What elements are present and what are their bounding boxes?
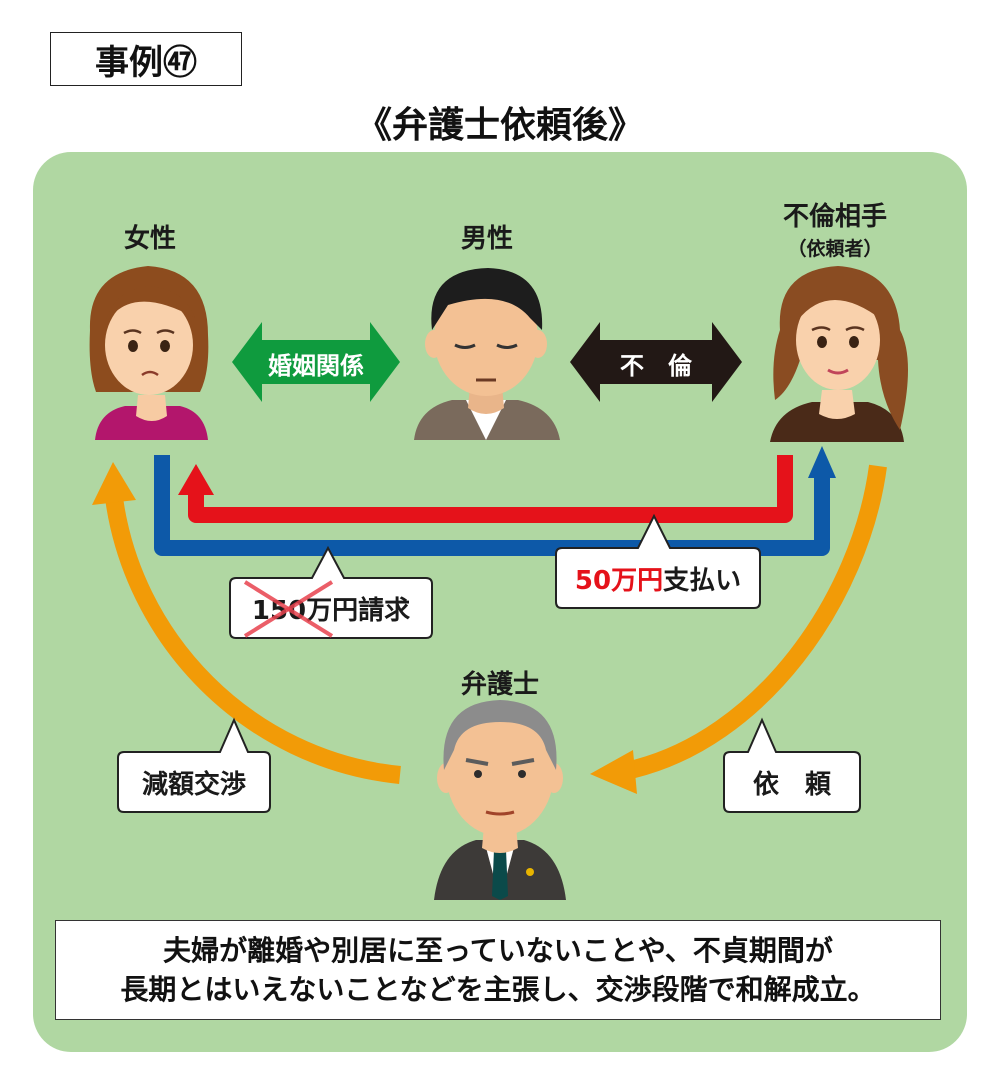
request-bubble bbox=[723, 717, 861, 813]
page-title: 《弁護士依頼後》 bbox=[355, 105, 644, 146]
affair-label: 不 倫 bbox=[620, 352, 692, 380]
man-label: 男性 bbox=[460, 224, 513, 254]
marriage-label: 婚姻関係 bbox=[268, 352, 364, 380]
payment-amount: 50万円 bbox=[574, 566, 664, 596]
summary-box: 夫婦が離婚や別居に至っていないことや、不貞期間が 長期とはいえないことなどを主張… bbox=[55, 920, 941, 1020]
payment-text: 50万円支払い bbox=[556, 560, 760, 597]
lawyer-label: 弁護士 bbox=[460, 670, 539, 700]
man-figure bbox=[414, 268, 560, 440]
negotiation-bubble bbox=[117, 717, 271, 813]
claim-arrowhead bbox=[808, 446, 836, 478]
negotiation-arrow bbox=[104, 488, 401, 784]
payment-suffix: 支払い bbox=[663, 566, 742, 596]
woman-label: 女性 bbox=[123, 224, 176, 254]
affair-partner-sub-label: （依頼者） bbox=[787, 238, 883, 260]
lawyer-figure bbox=[434, 700, 566, 900]
payment-arrow bbox=[188, 455, 793, 523]
request-text: 依 頼 bbox=[752, 770, 831, 800]
payment-arrowhead bbox=[178, 464, 214, 495]
negotiation-text: 減額交渉 bbox=[141, 770, 246, 800]
affair-partner-figure bbox=[770, 266, 908, 442]
request-arrowhead bbox=[590, 750, 637, 794]
request-arrow bbox=[627, 464, 887, 779]
affair-partner-label: 不倫相手 bbox=[782, 202, 887, 232]
marriage-double-arrow bbox=[232, 322, 400, 402]
summary-line-1: 夫婦が離婚や別居に至っていないことや、不貞期間が bbox=[163, 933, 833, 967]
payment-bubble bbox=[555, 513, 761, 609]
summary-line-2: 長期とはいえないことなどを主張し、交渉段階で和解成立。 bbox=[120, 973, 876, 1006]
case-label: 事例㊼ bbox=[50, 32, 242, 86]
affair-double-arrow bbox=[570, 322, 742, 402]
claim-arrow bbox=[154, 455, 830, 556]
negotiation-arrowhead bbox=[92, 462, 136, 505]
woman-figure bbox=[89, 266, 209, 440]
